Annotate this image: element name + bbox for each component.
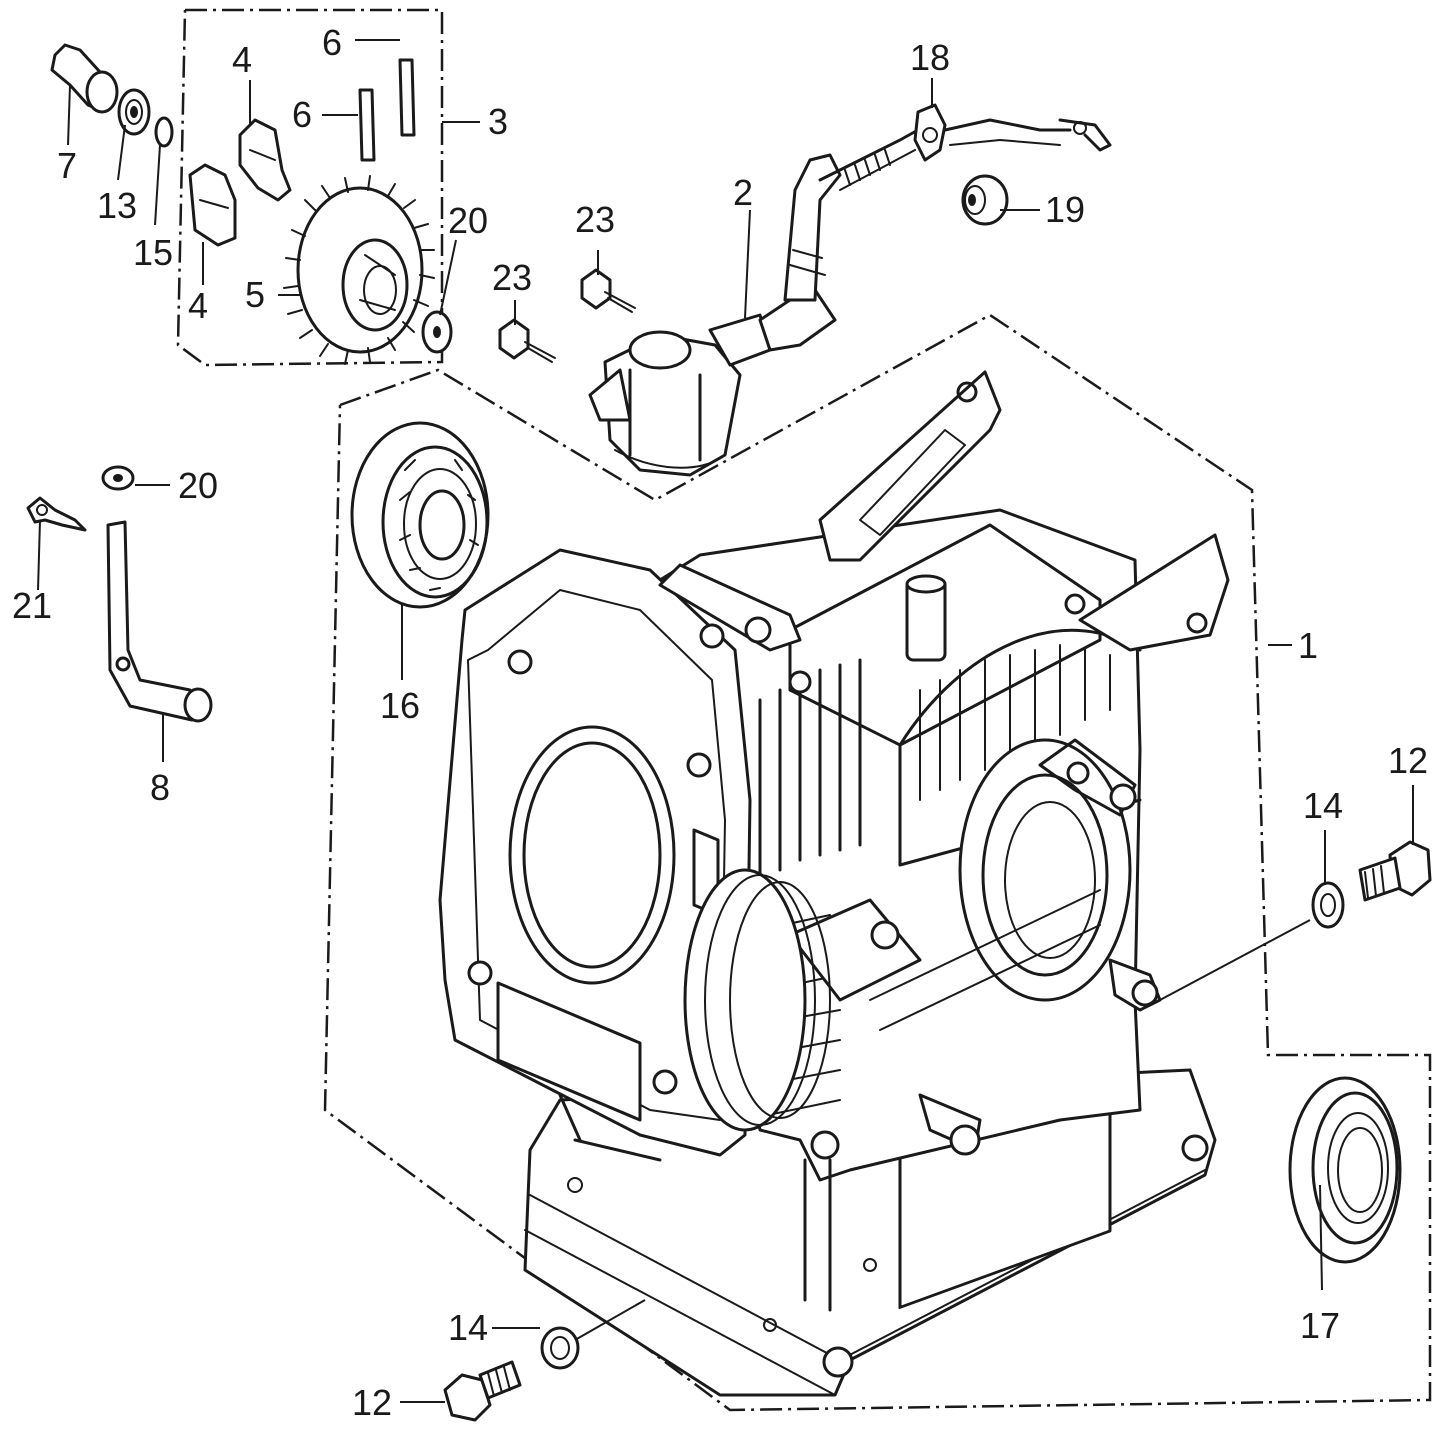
bolts-part-23 — [498, 268, 636, 363]
callout-21: 21 — [12, 585, 52, 626]
callout-4-upper: 4 — [232, 39, 252, 80]
pins-part-6 — [358, 58, 416, 162]
callout-6-upper: 6 — [322, 22, 342, 63]
callout-19: 19 — [1045, 189, 1085, 230]
washer-part-14-bottom — [540, 1326, 580, 1370]
clip-part-15 — [154, 116, 174, 148]
callout-23-upper: 23 — [575, 199, 615, 240]
washer-part-20-left — [101, 465, 135, 491]
callout-15: 15 — [133, 232, 173, 273]
crankcase-assembly-boundary — [323, 313, 1432, 1412]
callout-18: 18 — [910, 37, 950, 78]
callout-12-bottom: 12 — [352, 1382, 392, 1423]
washer-part-20-upper — [421, 310, 453, 354]
callout-20-upper: 20 — [448, 200, 488, 241]
flange-recess — [496, 981, 642, 1122]
callout-17: 17 — [1300, 1305, 1340, 1346]
callout-23-lower: 23 — [492, 257, 532, 298]
governor-shaft-holder-part-7 — [50, 43, 119, 114]
drain-bolt-part-12-bottom — [443, 1360, 522, 1422]
weights-part-4 — [188, 118, 292, 247]
clip-part-21 — [26, 496, 87, 532]
callout-8: 8 — [150, 767, 170, 808]
governor-gear-part-5 — [283, 175, 435, 365]
breather-assembly-part-2 — [588, 128, 920, 477]
callout-3: 3 — [488, 101, 508, 142]
callout-14-bottom: 14 — [448, 1307, 488, 1348]
callout-12-right: 12 — [1388, 740, 1428, 781]
callout-20-left: 20 — [178, 465, 218, 506]
leader-lines — [37, 39, 1414, 1403]
flange-bolt-hole — [507, 649, 533, 675]
cylinder-bore — [508, 725, 676, 985]
callout-1: 1 — [1298, 625, 1318, 666]
assembly-boundaries — [176, 8, 1432, 1412]
callout-labels: 1 2 3 4 4 5 6 6 7 8 12 12 13 14 14 15 16… — [12, 22, 1428, 1423]
crankcase-block-part-1 — [438, 370, 1230, 1397]
callout-7: 7 — [57, 145, 77, 186]
callout-13: 13 — [97, 185, 137, 226]
tube-part-8 — [106, 520, 213, 723]
bearing-housing-right — [958, 738, 1132, 1002]
callout-6-lower: 6 — [292, 94, 312, 135]
callout-16: 16 — [380, 685, 420, 726]
ball-bearing-part-16 — [350, 421, 490, 609]
subassembly-3-boundary — [176, 8, 444, 367]
grommet-part-19 — [961, 174, 1009, 226]
callout-2: 2 — [733, 172, 753, 213]
clamp-wire-part-18 — [913, 103, 1112, 162]
washer-part-14-right — [1311, 881, 1345, 929]
callout-5: 5 — [245, 274, 265, 315]
washer-part-13 — [117, 88, 151, 136]
callout-4-lower: 4 — [188, 285, 208, 326]
callout-14-right: 14 — [1303, 785, 1343, 826]
drain-bolt-part-12-right — [1358, 840, 1432, 902]
oil-seal-part-17 — [1288, 1076, 1402, 1264]
